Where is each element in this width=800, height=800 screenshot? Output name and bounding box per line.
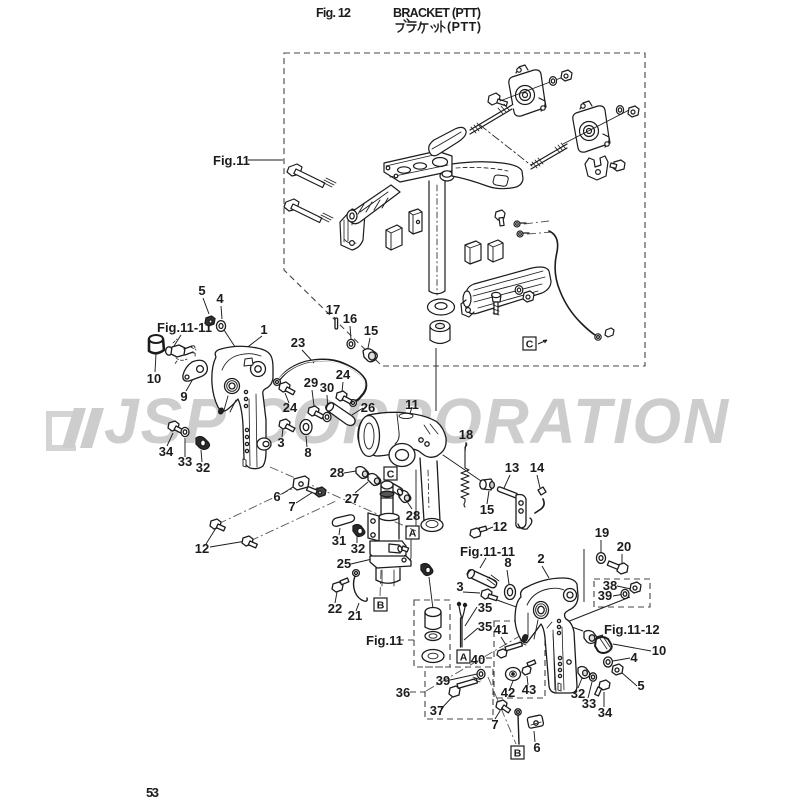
svg-text:14: 14 <box>530 460 545 475</box>
svg-text:31: 31 <box>332 533 346 548</box>
svg-text:53: 53 <box>146 785 159 800</box>
svg-text:33: 33 <box>178 454 192 469</box>
svg-text:26: 26 <box>361 400 375 415</box>
svg-text:42: 42 <box>501 685 515 700</box>
svg-text:21: 21 <box>348 608 362 623</box>
svg-text:7: 7 <box>491 717 498 732</box>
svg-text:15: 15 <box>364 323 378 338</box>
svg-text:13: 13 <box>505 460 519 475</box>
svg-text:16: 16 <box>343 311 357 326</box>
svg-text:Fig.11-11: Fig.11-11 <box>157 320 212 335</box>
svg-text:39: 39 <box>598 588 612 603</box>
svg-text:24: 24 <box>283 400 298 415</box>
svg-text:24: 24 <box>336 367 351 382</box>
svg-text:34: 34 <box>159 444 174 459</box>
svg-text:41: 41 <box>494 622 508 637</box>
svg-text:3: 3 <box>456 579 463 594</box>
svg-text:7: 7 <box>288 499 295 514</box>
svg-text:33: 33 <box>582 696 596 711</box>
svg-text:11: 11 <box>405 397 419 412</box>
svg-text:B: B <box>377 600 385 612</box>
svg-text:37: 37 <box>430 703 444 718</box>
svg-text:35: 35 <box>478 619 492 634</box>
svg-text:A: A <box>460 652 468 664</box>
svg-text:4: 4 <box>630 650 638 665</box>
svg-text:34: 34 <box>598 705 613 720</box>
svg-text:36: 36 <box>396 685 410 700</box>
svg-text:5: 5 <box>637 678 644 693</box>
svg-text:6: 6 <box>533 740 540 755</box>
svg-text:C: C <box>526 339 534 351</box>
svg-text:8: 8 <box>304 445 311 460</box>
svg-text:39: 39 <box>436 673 450 688</box>
svg-text:40: 40 <box>471 652 485 667</box>
svg-text:9: 9 <box>180 389 187 404</box>
svg-text:28: 28 <box>406 508 420 523</box>
svg-text:Fig.11-12: Fig.11-12 <box>604 622 660 637</box>
svg-text:10: 10 <box>652 643 666 658</box>
svg-text:1: 1 <box>260 322 267 337</box>
svg-text:6: 6 <box>273 489 280 504</box>
svg-text:38: 38 <box>603 578 617 593</box>
svg-text:Fig.11: Fig.11 <box>213 153 250 168</box>
svg-text:43: 43 <box>522 682 536 697</box>
svg-text:(PTT): (PTT) <box>447 20 481 34</box>
svg-text:23: 23 <box>291 335 305 350</box>
svg-text:12: 12 <box>195 541 209 556</box>
svg-text:17: 17 <box>326 302 340 317</box>
svg-text:28: 28 <box>330 465 344 480</box>
svg-text:12: 12 <box>493 519 507 534</box>
svg-text:32: 32 <box>196 460 210 475</box>
svg-text:10: 10 <box>147 371 161 386</box>
svg-text:32: 32 <box>351 541 365 556</box>
svg-text:Fig. 12: Fig. 12 <box>316 6 351 20</box>
svg-text:35: 35 <box>478 600 492 615</box>
svg-text:18: 18 <box>459 427 473 442</box>
svg-text:19: 19 <box>595 525 609 540</box>
svg-text:BRACKET (PTT): BRACKET (PTT) <box>393 6 481 20</box>
svg-text:27: 27 <box>345 491 359 506</box>
svg-text:C: C <box>387 469 395 481</box>
svg-text:A: A <box>409 528 417 540</box>
svg-text:30: 30 <box>320 380 334 395</box>
svg-text:25: 25 <box>337 556 351 571</box>
svg-text:5: 5 <box>198 283 205 298</box>
svg-text:22: 22 <box>328 601 342 616</box>
svg-text:B: B <box>514 748 522 760</box>
svg-text:Fig.11: Fig.11 <box>366 633 403 648</box>
svg-text:15: 15 <box>480 502 494 517</box>
svg-text:20: 20 <box>617 539 631 554</box>
svg-text:2: 2 <box>537 551 544 566</box>
svg-text:8: 8 <box>504 555 511 570</box>
svg-text:4: 4 <box>216 291 224 306</box>
svg-text:3: 3 <box>277 435 284 450</box>
svg-text:Fig.11-11: Fig.11-11 <box>460 544 515 559</box>
svg-text:29: 29 <box>304 375 318 390</box>
